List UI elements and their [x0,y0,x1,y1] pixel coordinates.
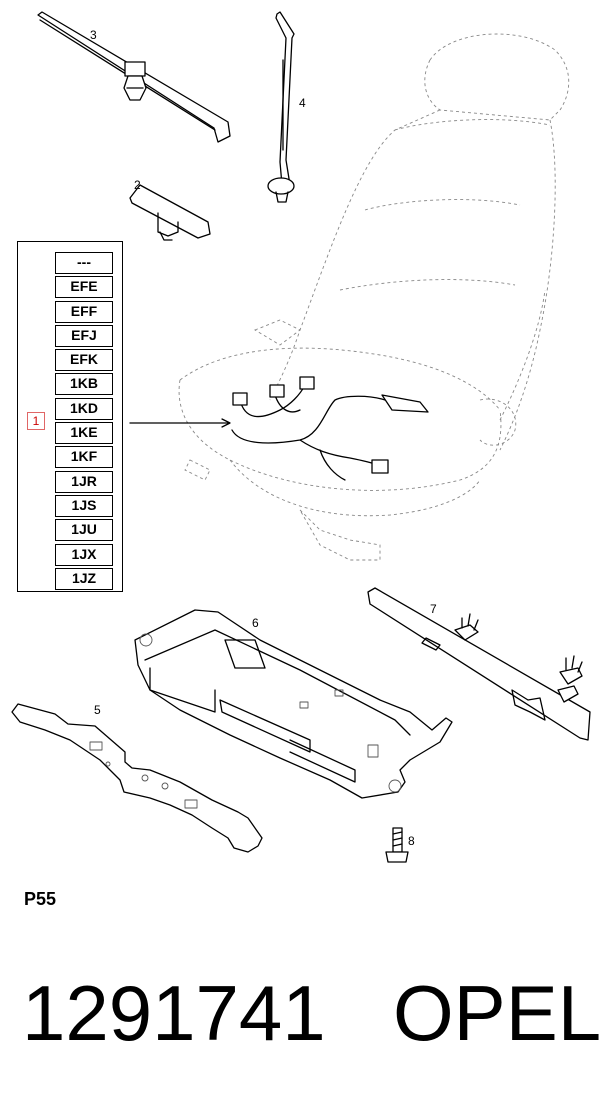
part-1-wiring-harness [129,376,429,481]
option-code-cell: EFK [55,349,113,372]
callout-7: 7 [430,602,437,616]
figure-label: P55 [24,889,57,909]
option-code-cell: 1KD [55,397,113,420]
option-code-cell: EFJ [55,324,113,347]
seat-outline [178,33,570,561]
callout-4: 4 [299,96,306,110]
callout-8: 8 [408,834,415,848]
option-code-cell: 1JZ [55,567,113,590]
callout-2: 2 [134,178,141,192]
callout-3: 3 [90,28,97,42]
option-code-cell: 1JU [55,519,113,542]
option-code-cell: --- [55,252,113,274]
option-code-cell: 1JR [55,470,113,493]
part-7-trim-cover [367,587,591,741]
brand-name: OPEL [393,969,600,1057]
part-number: 1291741 [22,969,326,1057]
option-code-cell: 1KE [55,422,113,445]
part-5-bracket-plate [11,703,263,853]
part-8-bolt [385,827,409,863]
option-code-cell: 1KF [55,446,113,469]
callout-5: 5 [94,703,101,717]
option-code-list: --- EFE EFF EFJ EFK 1KB 1KD 1KE 1KF 1JR … [55,252,113,592]
exploded-parts-diagram [11,11,591,863]
part-2-cover-cap [129,184,211,241]
option-code-table [17,241,123,592]
part-3-cable-tie [37,11,231,143]
option-code-cell: 1KB [55,373,113,396]
option-code-cell: 1JX [55,543,113,566]
callout-1-box: 1 [27,412,45,430]
part-6-seat-frame [134,609,453,799]
option-code-cell: EFF [55,300,113,323]
callout-6: 6 [252,616,259,630]
part-4-cable-strap [267,11,295,203]
option-code-cell: EFE [55,276,113,299]
option-code-cell: 1JS [55,494,113,517]
